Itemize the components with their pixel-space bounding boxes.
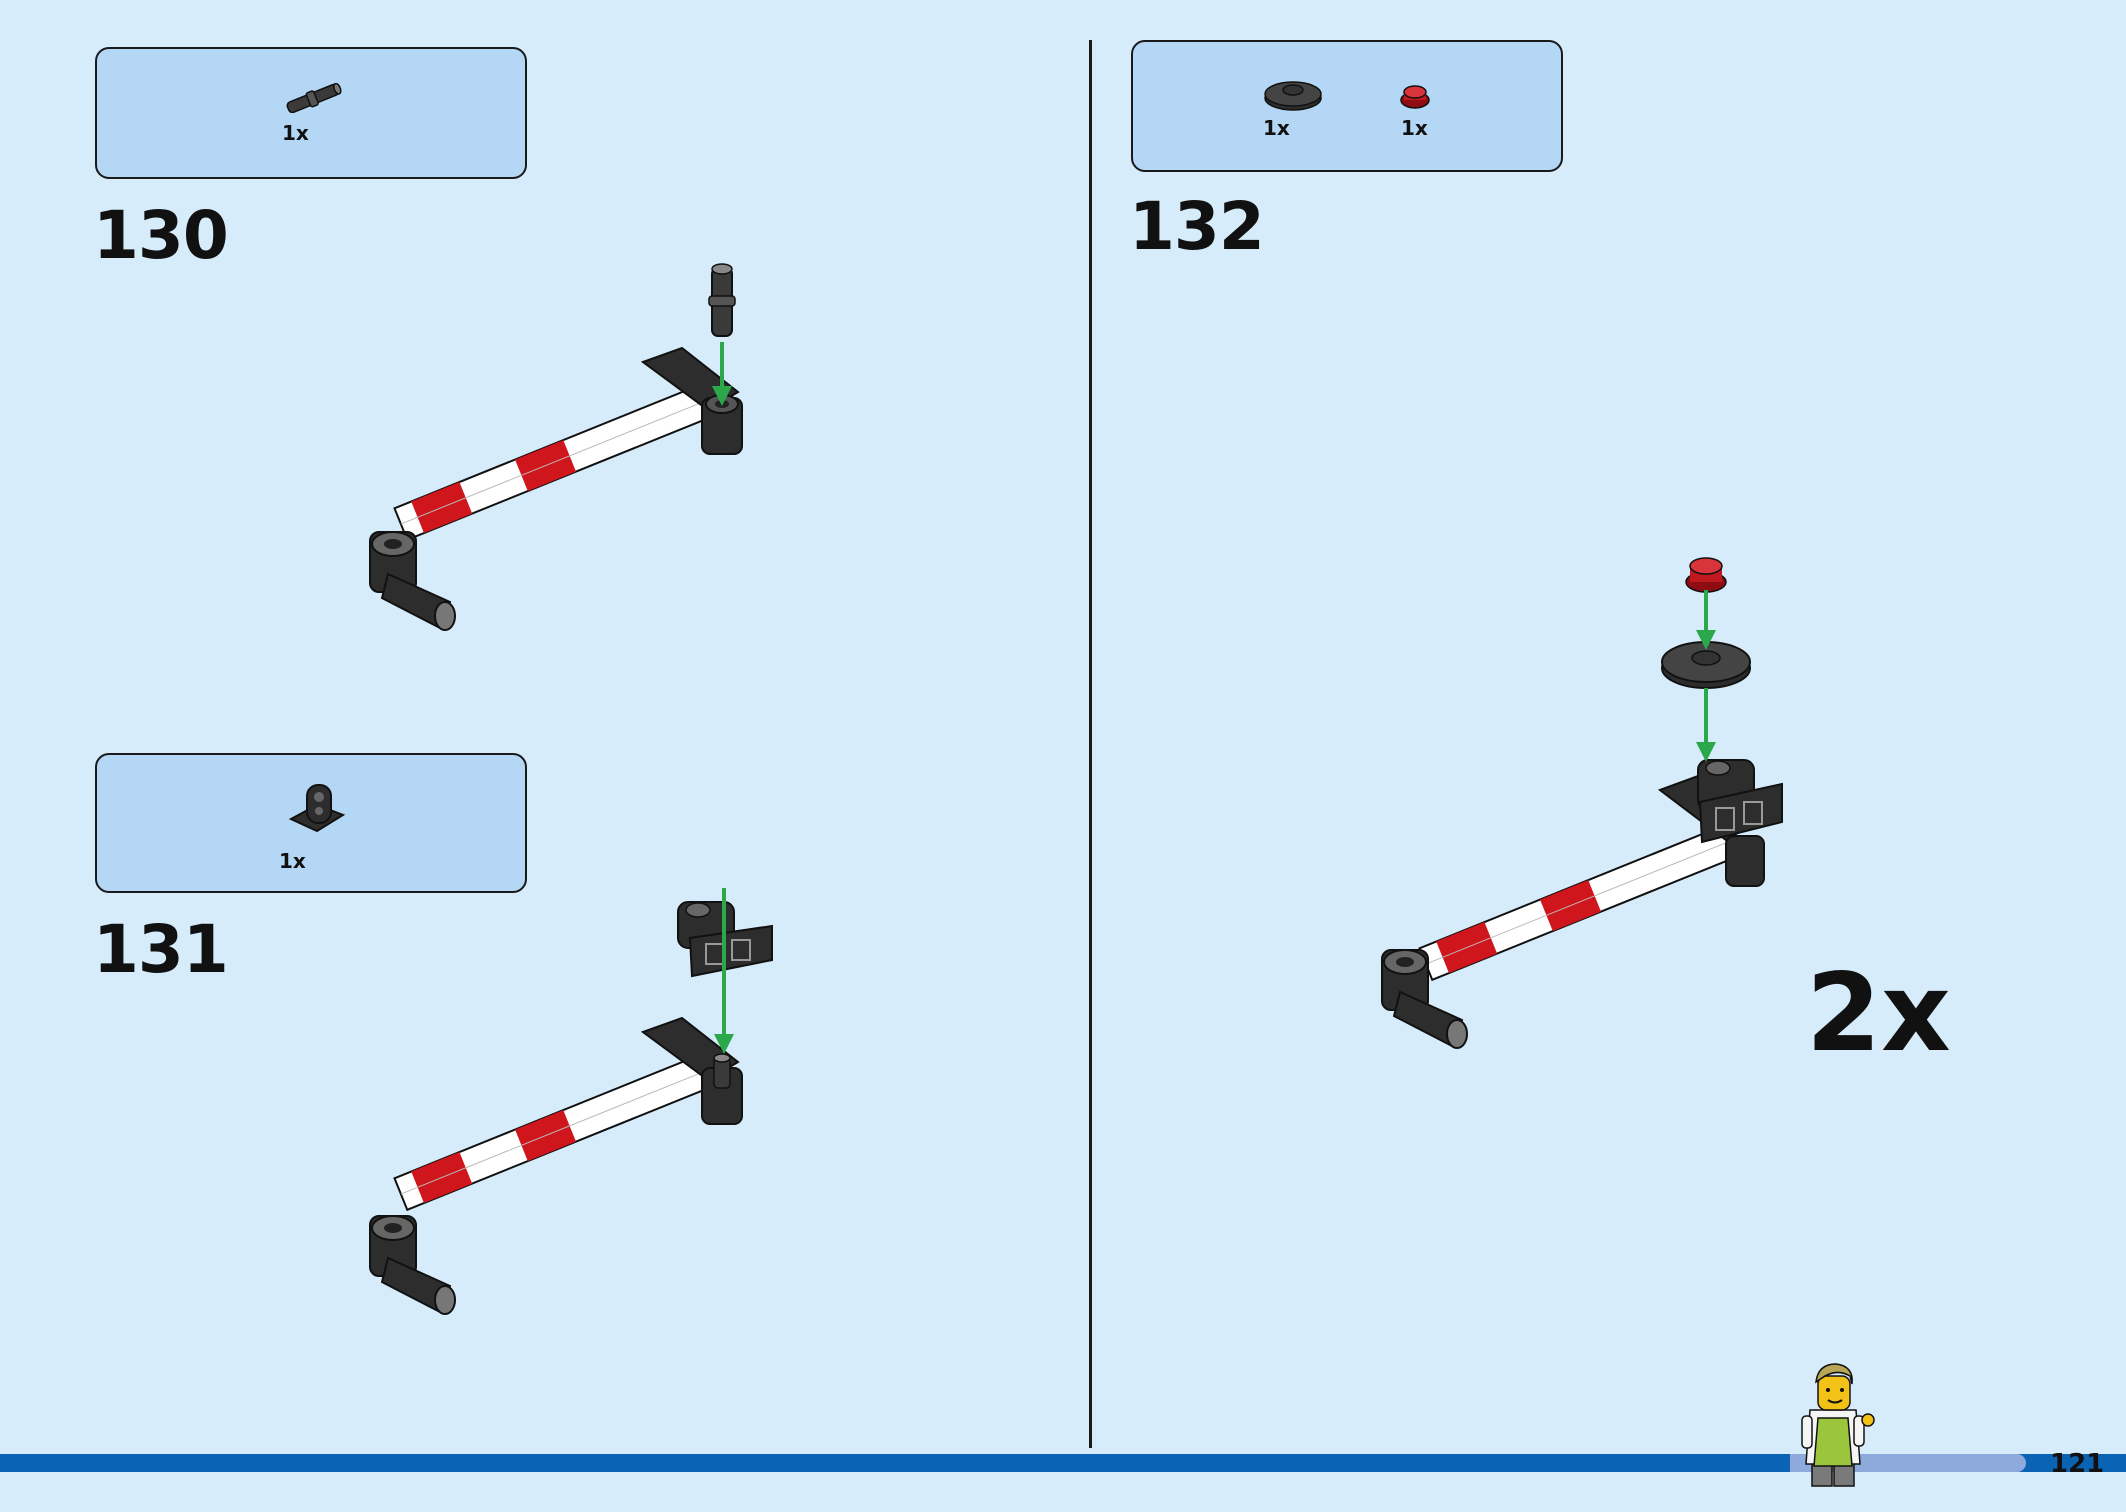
step-number-131: 131 [93,911,229,988]
page-divider [1089,40,1092,1448]
part-quantity: 1x [282,121,309,145]
minifigure-icon [1801,1363,1875,1487]
part-quantity: 1x [1263,116,1290,140]
axle-and-pin-connector-icon [277,777,347,837]
parts-box-step-130: 1x [95,47,527,179]
parts-box-step-131: 1x [95,753,527,893]
step-number-130: 130 [93,197,229,274]
page-number: 121 [2050,1449,2105,1479]
step-number-132: 132 [1129,188,1265,265]
part-quantity: 1x [279,849,306,873]
assembly-illustration-step-132 [1381,557,1783,1049]
parts-box-step-132: 1x 1x [1131,40,1563,172]
pin-with-bush-icon [282,83,344,113]
progress-bar [0,1454,2126,1472]
part-quantity: 1x [1401,116,1428,140]
round-tile-2x2-icon [1263,76,1323,112]
assembly-illustration-step-130 [369,263,743,631]
assembly-illustration-step-131 [369,888,773,1315]
round-plate-1x1-icon [1398,82,1432,112]
build-multiplier: 2x [1806,951,1951,1076]
